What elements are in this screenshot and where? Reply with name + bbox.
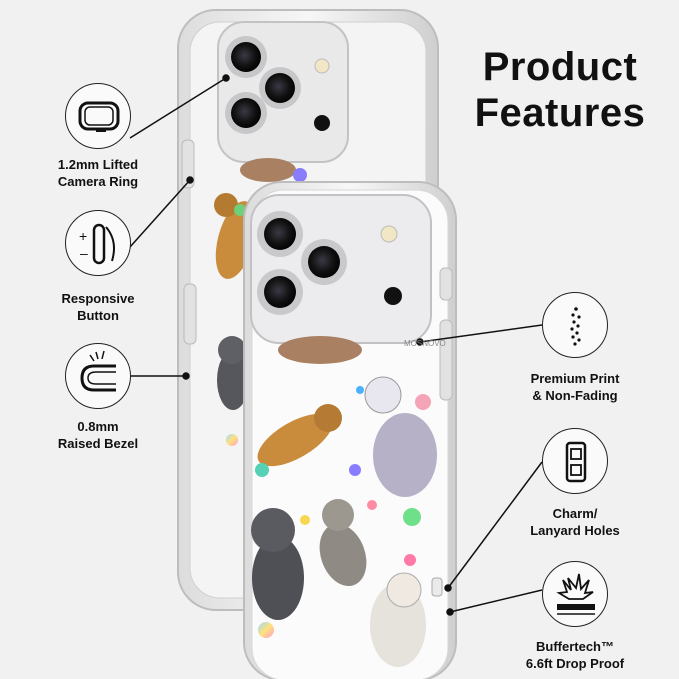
title-line-1: Product — [482, 45, 638, 89]
svg-text:–: – — [80, 245, 88, 261]
front-brand-text: MOSNOVO — [404, 339, 446, 348]
feature-bezel-label: 0.8mm Raised Bezel — [57, 419, 139, 451]
lanyard-holes-icon — [542, 428, 608, 494]
title-line-2: Features — [474, 91, 646, 135]
svg-text:+: + — [79, 228, 87, 244]
drop-proof-icon — [542, 561, 608, 627]
print-icon — [542, 292, 608, 358]
front-phone-case — [243, 181, 457, 679]
feature-button-label: Responsive Button — [61, 291, 135, 323]
button-icon: + – — [65, 210, 131, 276]
feature-camera-ring-label: 1.2mm Lifted Camera Ring — [57, 157, 139, 189]
connector-lines — [129, 74, 543, 616]
feature-print-label: Premium Print & Non-Fading — [530, 371, 620, 403]
camera-ring-icon — [65, 83, 131, 149]
page-title: Product Features — [455, 44, 665, 136]
bezel-icon — [65, 343, 131, 409]
feature-drop-proof-label: Buffertech™ 6.6ft Drop Proof — [525, 639, 625, 671]
feature-lanyard-label: Charm/ Lanyard Holes — [530, 506, 620, 538]
